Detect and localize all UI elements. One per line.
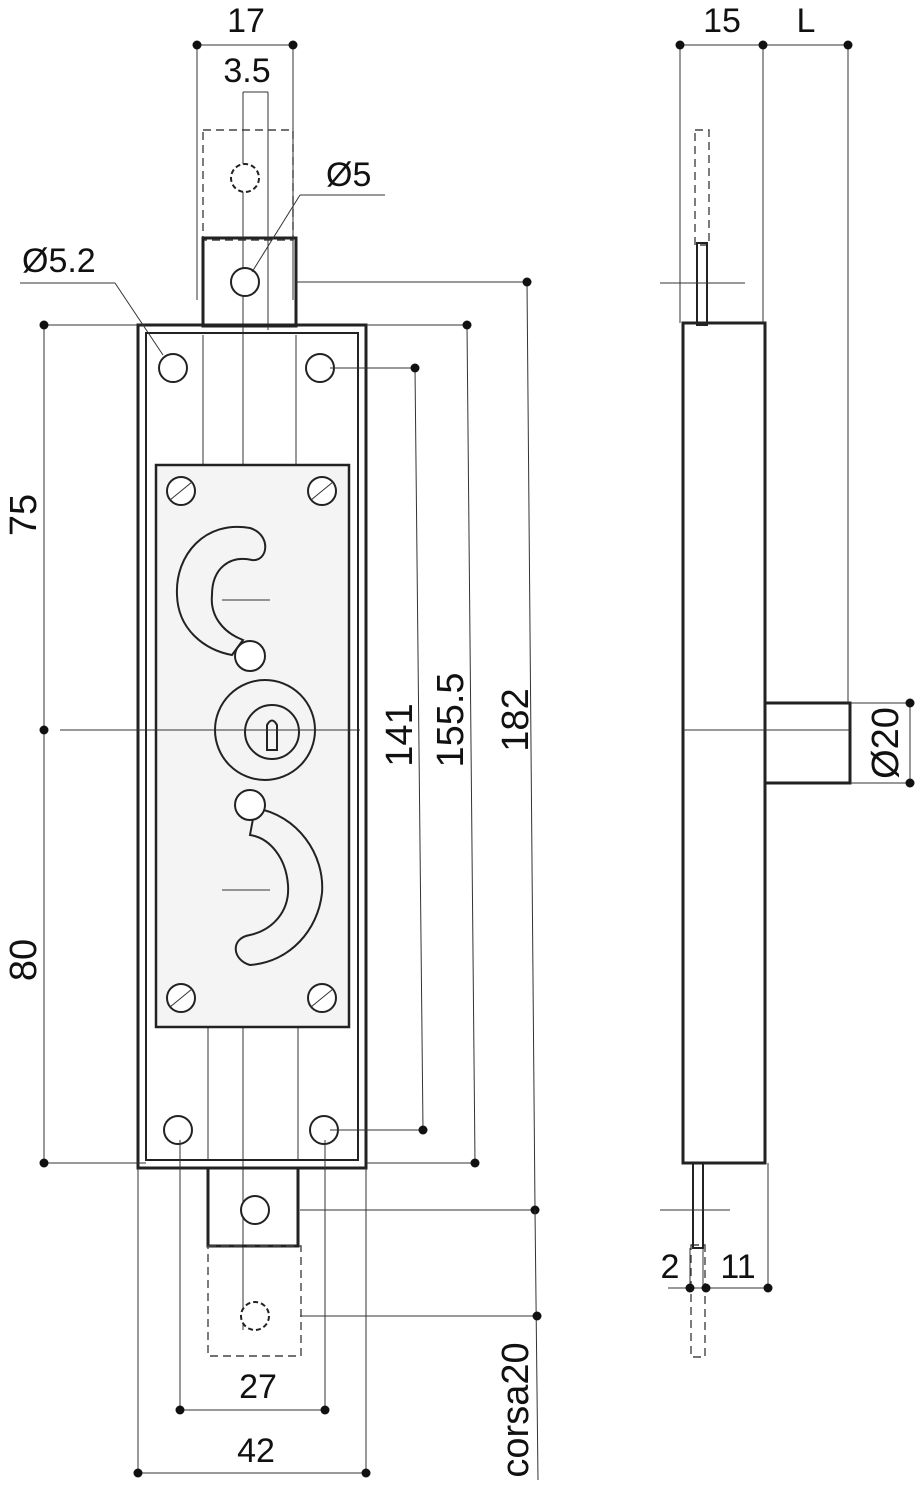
screw-icon [307,983,337,1013]
side-cylinder [763,701,852,785]
dim-top-width: 17 [227,2,265,40]
front-view: 17 3.5 Ø5 Ø5.2 75 80 141 155.5 [3,2,542,1481]
cylinder-inner [244,704,300,760]
side-view: 15 L Ø20 2 11 [660,2,915,1358]
dim-155: 155.5 [430,672,472,767]
dim-upper-half: 75 [3,494,45,536]
screw-icon [166,476,196,506]
dim-side-depth: 15 [703,2,741,40]
screw-icon [166,983,196,1013]
keyhole-icon [266,719,278,751]
upper-cam-slot [175,525,267,657]
screw-icon [307,476,337,506]
lower-cam-slot [234,806,324,967]
dim-cylinder-dia: Ø20 [865,707,907,779]
dim-bottom-inner: 27 [239,1368,277,1406]
dim-141: 141 [379,703,421,766]
dim-stroke: corsa20 [495,1342,537,1477]
fixing-hole [158,353,188,383]
dim-182: 182 [495,688,537,751]
dim-bolt-thick: 2 [661,1248,680,1286]
dim-bottom-outer: 42 [237,1432,275,1470]
cover-plate [154,463,351,1029]
bolt-hole-top [230,267,260,297]
dim-side-L: L [797,2,816,40]
bolt-hole-bottom [240,1195,270,1225]
dim-hole-small: Ø5 [326,156,371,194]
dim-hole-screw: Ø5.2 [22,242,96,280]
side-body [681,321,767,1165]
side-bolt-top [696,242,708,326]
side-bolt-bottom [692,1162,704,1249]
dim-bolt-width: 3.5 [223,52,270,90]
dim-bolt-offset: 11 [720,1248,755,1286]
bottom-bolt-dashed [207,1245,302,1357]
fixing-hole [305,353,335,383]
lock-inner-frame [145,332,359,1161]
fixing-hole [163,1115,193,1145]
dim-lower-half: 80 [3,939,45,981]
